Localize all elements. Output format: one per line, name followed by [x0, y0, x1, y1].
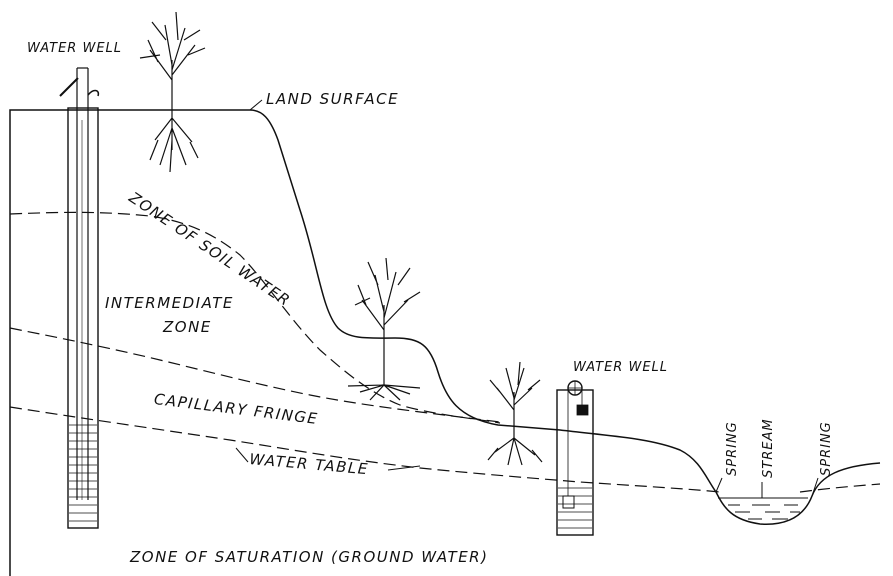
- left-water-well: [59, 67, 100, 529]
- water-well-left-label: WATER WELL: [27, 41, 123, 56]
- zone-of-saturation-label: ZONE OF SATURATION (GROUND WATER): [130, 548, 489, 566]
- tree-1: [139, 11, 206, 173]
- spring-right-label: SPRING: [819, 421, 834, 476]
- tree-3: [487, 361, 543, 466]
- water-table-line: [9, 406, 881, 493]
- water-well-right-label: WATER WELL: [573, 360, 669, 375]
- intermediate-zone-label-line1: INTERMEDIATE: [105, 294, 234, 312]
- land-surface-label: LAND SURFACE: [266, 90, 400, 108]
- stream-water: [718, 497, 808, 520]
- zone-of-soil-water-label: ZONE OF SOIL WATER: [125, 188, 294, 310]
- spring-left-label: SPRING: [725, 421, 740, 476]
- intermediate-zone-label-line2: ZONE: [163, 318, 212, 336]
- soil-water-boundary-line: [9, 211, 501, 424]
- right-water-well: [556, 380, 594, 536]
- land-surface-line: [9, 109, 881, 576]
- capillary-fringe-top-line: [9, 327, 501, 423]
- leader-lines: [235, 99, 819, 498]
- tree-2: [347, 257, 421, 401]
- stream-label: STREAM: [761, 418, 776, 478]
